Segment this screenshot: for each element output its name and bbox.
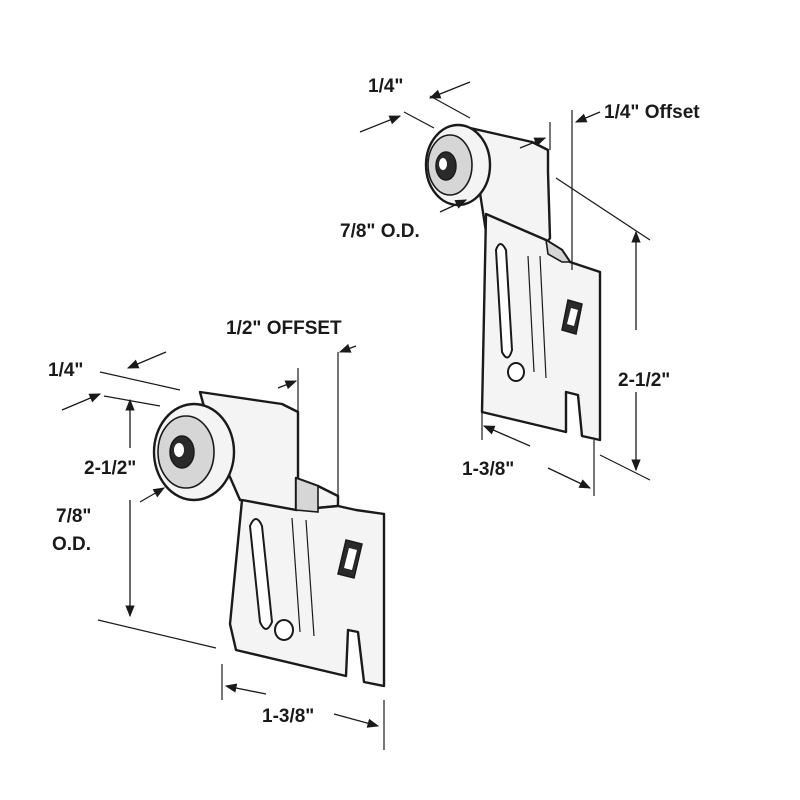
left-offset-label: 1/2" OFFSET: [226, 318, 342, 339]
right-roller-bracket: [424, 123, 602, 442]
right-height-label: 2-1/2": [618, 370, 670, 391]
left-fold: [295, 476, 319, 513]
right-slot: [494, 243, 514, 359]
right-round-hole: [507, 362, 525, 382]
right-od-label: 7/8" O.D.: [340, 221, 420, 242]
left-od-label-line2: O.D.: [52, 534, 91, 555]
left-dimensions: [61, 343, 385, 750]
right-offset-label: 1/4" Offset: [604, 102, 700, 123]
left-round-hole: [274, 619, 294, 641]
left-width-label: 1-3/8": [262, 706, 314, 727]
left-roller-bracket: [152, 390, 386, 688]
right-width-label: 1-3/8": [462, 459, 514, 480]
left-slot: [248, 518, 274, 630]
left-od-label-line1: 7/8": [56, 506, 91, 527]
right-fold: [544, 238, 572, 263]
left-height-label: 2-1/2": [84, 458, 136, 479]
right-dimensions: [359, 81, 651, 496]
left-top-width-label: 1/4": [48, 360, 83, 381]
right-top-width-label: 1/4": [368, 76, 403, 97]
